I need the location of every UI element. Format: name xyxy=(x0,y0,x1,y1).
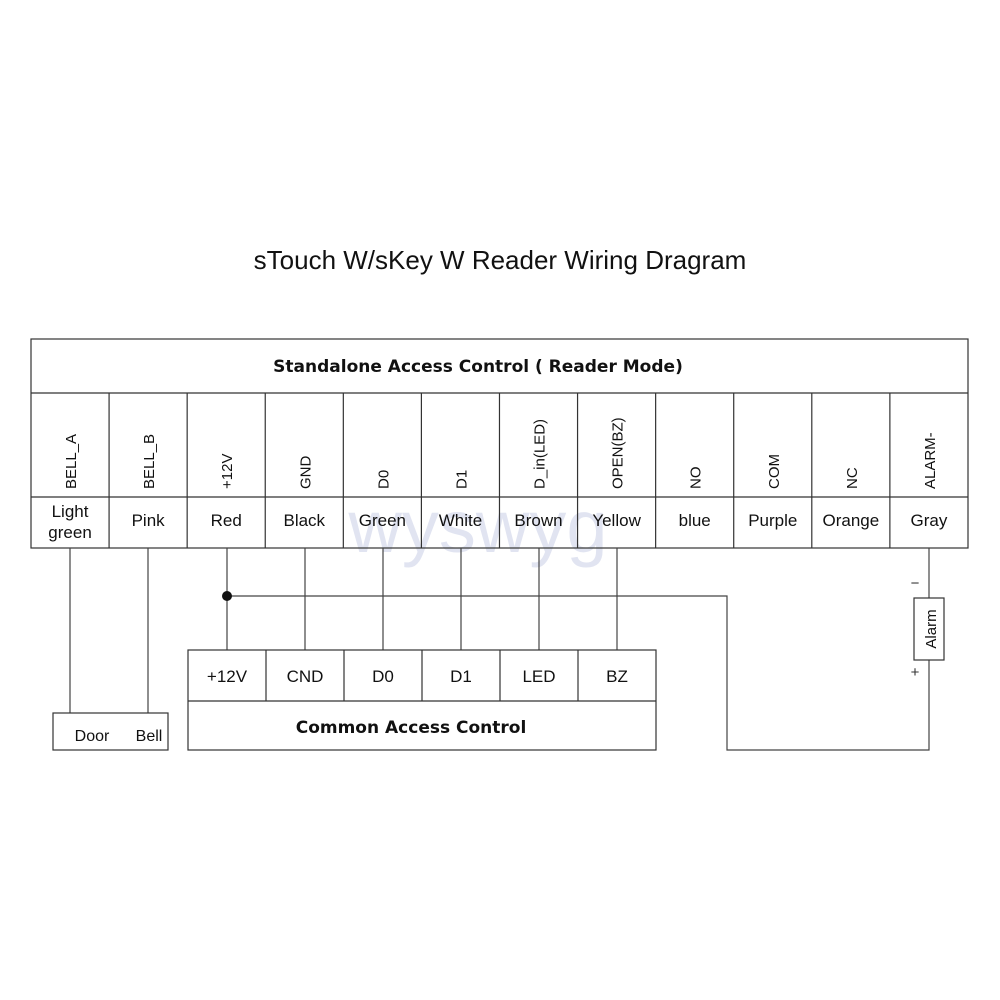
terminal-label-nc: NC xyxy=(844,467,861,489)
common-terminal-d1: D1 xyxy=(450,667,472,686)
junction-dot xyxy=(222,591,232,601)
terminal-label-gnd: GND xyxy=(297,456,314,490)
door-bell-box xyxy=(52,712,169,751)
alarm-box xyxy=(913,597,945,661)
wire-color-open-bz: Yellow xyxy=(592,511,641,530)
terminal-label-d1: D1 xyxy=(453,470,470,489)
common-terminal-12v: +12V xyxy=(207,667,248,686)
common-label: Common Access Control xyxy=(296,718,527,738)
wire-color-bell-a-line-1: Light xyxy=(52,502,89,521)
alarm-plus-sign: + xyxy=(911,664,920,681)
wire-color-d-in-led: Brown xyxy=(514,511,562,530)
wire-color-alarm: Gray xyxy=(910,511,947,530)
wires xyxy=(69,548,930,751)
common-terminal-cells: +12V CND D0 D1 LED BZ xyxy=(207,650,628,701)
wire-color-no: blue xyxy=(679,511,711,530)
terminal-label-d-in-led: D_in(LED) xyxy=(532,419,549,489)
wire-alarm-positive xyxy=(227,595,930,751)
terminal-label-alarm: ALARM- xyxy=(922,432,939,489)
terminal-label-d0: D0 xyxy=(375,470,392,489)
diagram-title: sTouch W/sKey W Reader Wiring Dragram xyxy=(254,245,747,275)
terminal-label-bell-b: BELL_B xyxy=(141,434,158,489)
wire-color-gnd: Black xyxy=(283,511,325,530)
common-terminal-cnd: CND xyxy=(287,667,324,686)
wire-color-12v: Red xyxy=(211,511,242,530)
common-terminal-led: LED xyxy=(522,667,555,686)
standalone-terminal-cells: BELL_A Light green BELL_B Pink +12V Red GND Blac… xyxy=(48,393,948,548)
wire-color-com: Purple xyxy=(748,511,797,530)
terminal-label-bell-a: BELL_A xyxy=(63,434,80,489)
wire-color-d1: White xyxy=(439,511,482,530)
terminal-label-no: NO xyxy=(688,467,705,490)
alarm-minus-sign: − xyxy=(911,575,920,592)
door-label: Door xyxy=(75,728,110,745)
alarm-label: Alarm xyxy=(923,609,940,648)
terminal-label-12v: +12V xyxy=(219,454,236,489)
bell-label: Bell xyxy=(136,728,163,745)
wire-color-bell-b: Pink xyxy=(132,511,166,530)
common-terminal-bz: BZ xyxy=(606,667,628,686)
wire-color-nc: Orange xyxy=(822,511,879,530)
terminal-label-com: COM xyxy=(766,454,783,489)
wire-color-d0: Green xyxy=(359,511,406,530)
terminal-label-open-bz: OPEN(BZ) xyxy=(610,417,627,489)
standalone-header: Standalone Access Control ( Reader Mode) xyxy=(273,357,683,377)
watermark-text: wyswyg xyxy=(347,485,607,568)
wire-color-bell-a-line-2: green xyxy=(48,523,91,542)
common-terminal-d0: D0 xyxy=(372,667,394,686)
